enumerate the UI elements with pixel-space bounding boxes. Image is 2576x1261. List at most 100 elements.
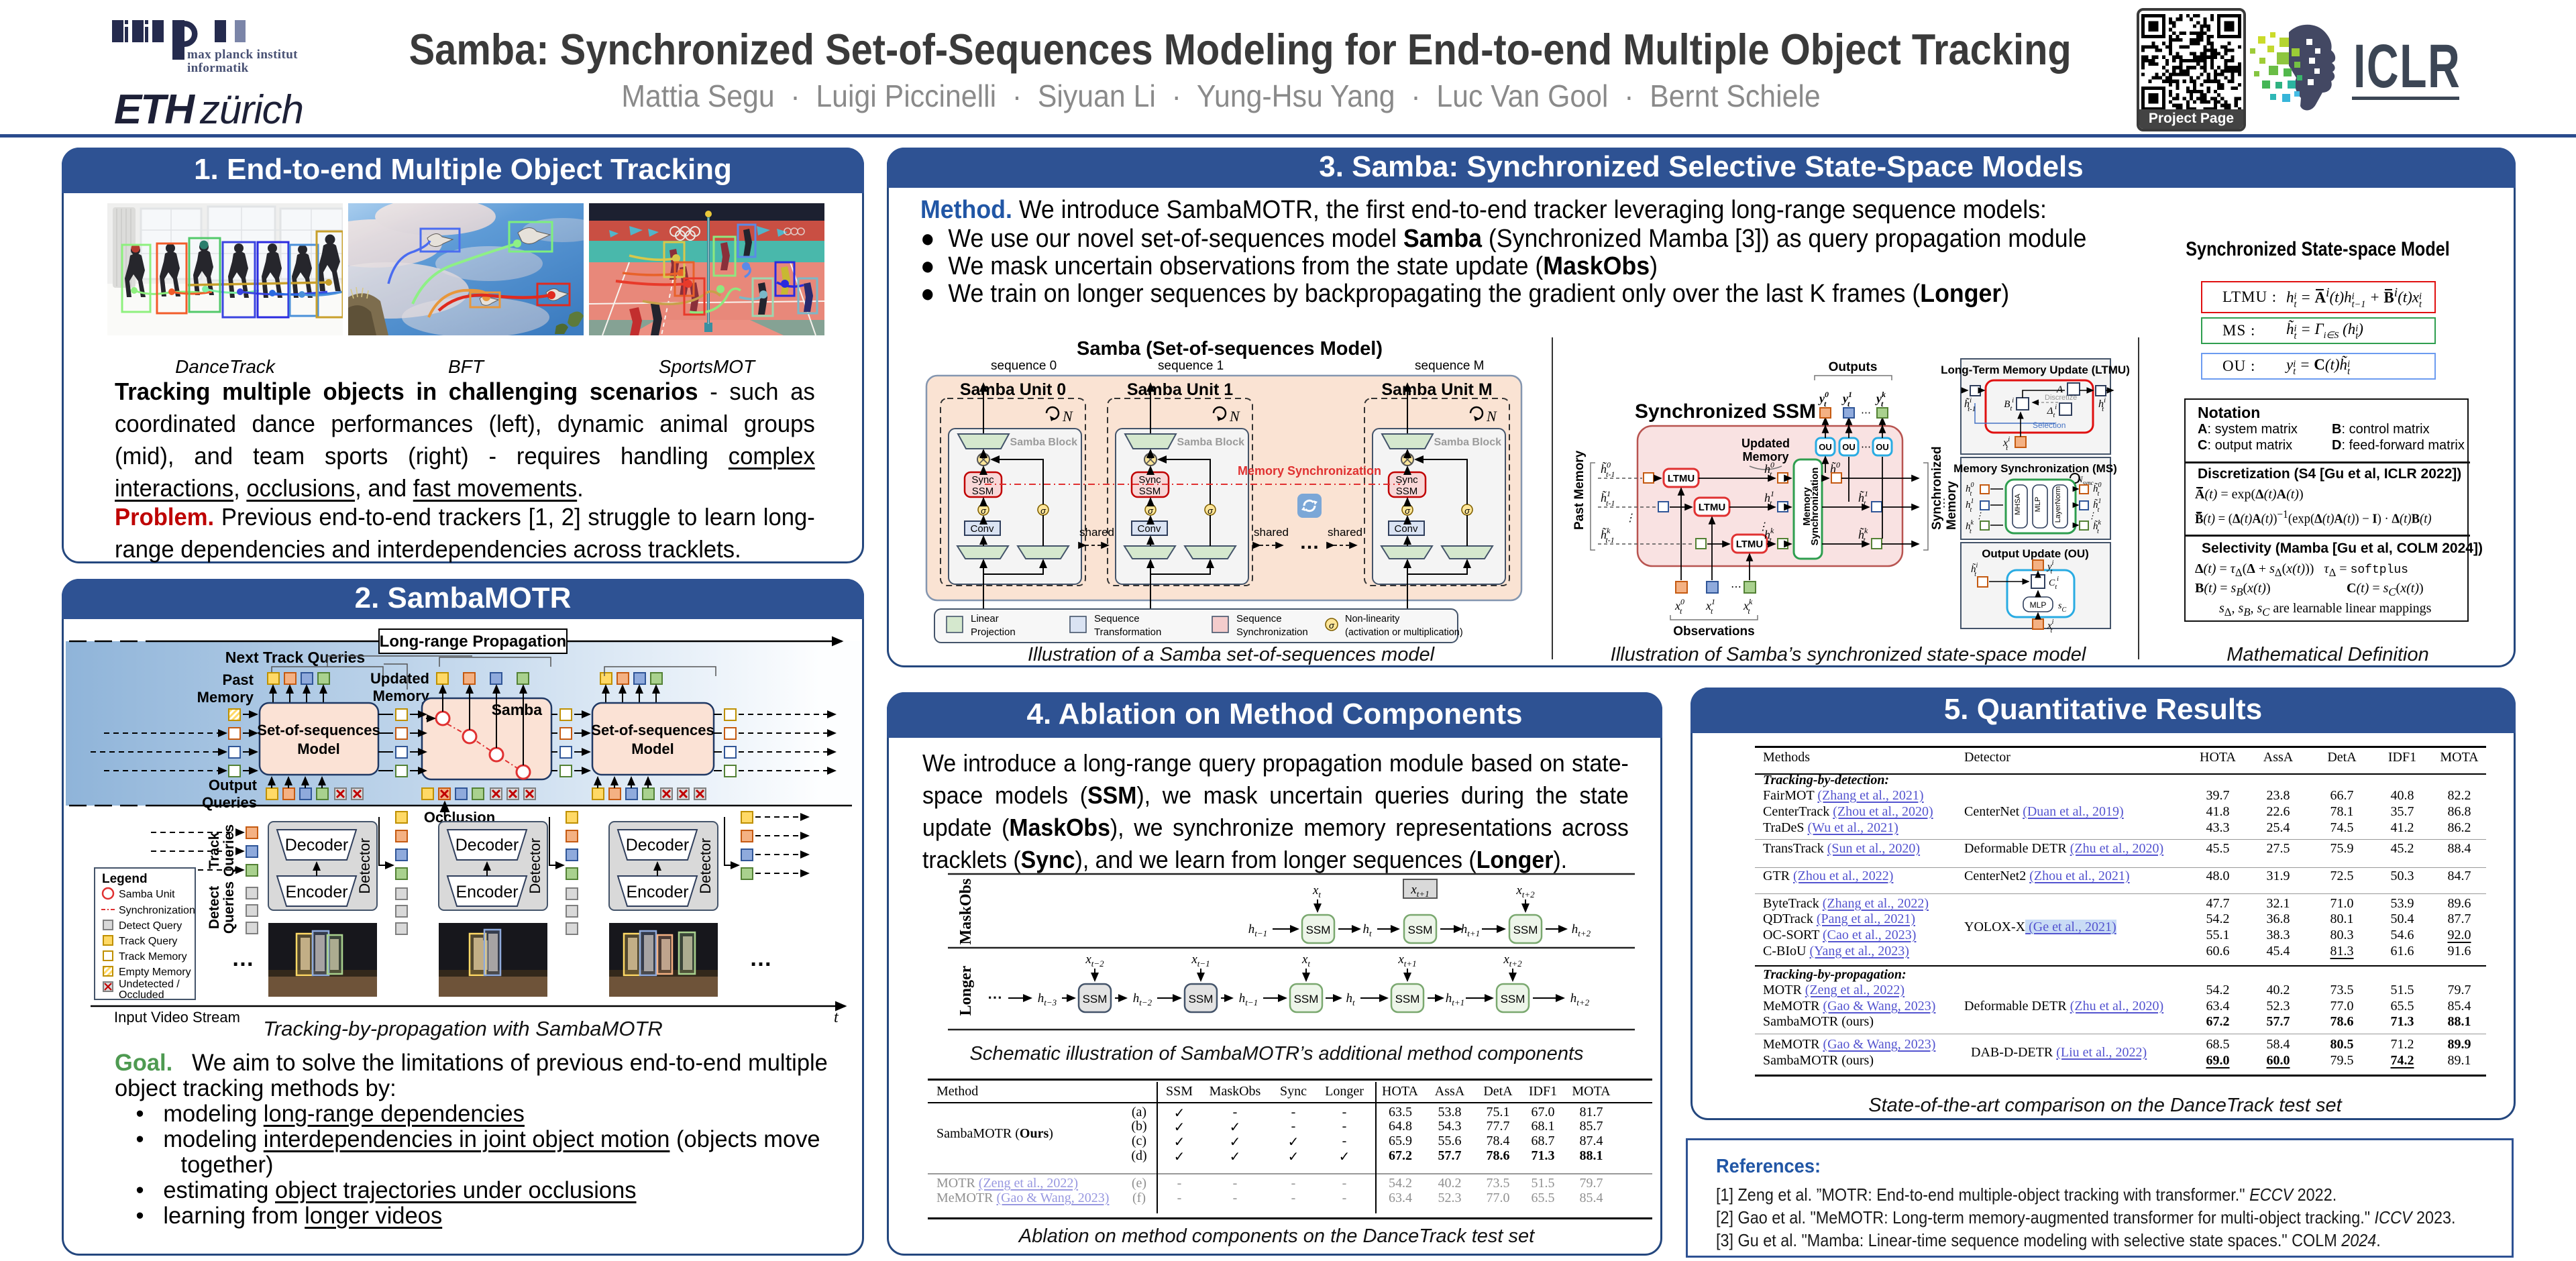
svg-text:Selection: Selection: [2033, 421, 2065, 430]
svg-text:x0t: x0t: [1674, 597, 1684, 616]
svg-text:ht: ht: [1346, 991, 1355, 1007]
svg-text:Track Memory: Track Memory: [119, 951, 187, 963]
svg-text:Decoder: Decoder: [455, 836, 519, 855]
svg-text:Model: Model: [297, 741, 340, 757]
svg-text:Detect: Detect: [207, 886, 222, 929]
svg-text:Queries: Queries: [221, 881, 237, 934]
svg-text:Samba Unit: Samba Unit: [119, 889, 175, 900]
svg-text:Non-linearity: Non-linearity: [1345, 614, 1400, 624]
svg-text:h1t: h1t: [1764, 489, 1774, 508]
svg-text:⋮: ⋮: [2088, 510, 2096, 520]
svg-text:sequence 1: sequence 1: [1158, 359, 1224, 373]
svg-text:Δti: Δti: [2047, 404, 2057, 419]
svg-text:Observations: Observations: [1673, 624, 1754, 639]
svg-text:ht−2: ht−2: [1133, 991, 1152, 1007]
svg-text:Set-of-sequences: Set-of-sequences: [591, 722, 714, 738]
svg-text:Next Track Queries: Next Track Queries: [225, 649, 365, 666]
svg-text:Detect Query: Detect Query: [119, 920, 182, 932]
svg-text:sequence M: sequence M: [1415, 359, 1485, 373]
svg-text:⋯: ⋯: [987, 989, 1002, 1005]
svg-text:ykt: ykt: [1875, 390, 1886, 408]
svg-text:MLP: MLP: [2030, 600, 2047, 610]
svg-text:Input Video Stream: Input Video Stream: [114, 1009, 240, 1025]
svg-text:Linear: Linear: [971, 613, 999, 624]
svg-text:xit: xit: [2047, 618, 2054, 635]
svg-text:xt: xt: [1301, 952, 1310, 969]
svg-text:ht−3: ht−3: [1038, 991, 1057, 1007]
svg-text:Set-of-sequences: Set-of-sequences: [257, 722, 380, 738]
svg-text:Encoder: Encoder: [455, 883, 518, 901]
svg-text:Long-Term Memory Update (LTMU): Long-Term Memory Update (LTMU): [1941, 364, 2130, 376]
svg-text:xt+1: xt+1: [1397, 952, 1416, 969]
svg-text:Empty Memory: Empty Memory: [119, 967, 191, 978]
svg-text:max planck institut: max planck institut: [187, 48, 298, 62]
svg-text:sequence 0: sequence 0: [991, 359, 1057, 373]
svg-text:Memory: Memory: [1945, 481, 1959, 530]
svg-text:Longer: Longer: [957, 965, 975, 1016]
svg-text:Detector: Detector: [697, 838, 714, 893]
svg-text:ICLR: ICLR: [2353, 31, 2461, 100]
svg-text:…: …: [749, 946, 772, 971]
svg-text:Queries: Queries: [202, 794, 257, 811]
svg-text:xt+2: xt+2: [1515, 883, 1535, 899]
svg-text:Detector: Detector: [356, 838, 373, 893]
svg-text:Samba Unit 0: Samba Unit 0: [960, 380, 1066, 399]
svg-text:MaskObs: MaskObs: [957, 879, 975, 945]
svg-text:Memory Synchronization: Memory Synchronization: [1238, 464, 1381, 478]
svg-text:ht−1: ht−1: [1239, 991, 1258, 1007]
svg-text:hit: hit: [2098, 396, 2106, 413]
svg-text:Discretize: Discretize: [2045, 394, 2077, 402]
svg-text:LTMU: LTMU: [1699, 502, 1726, 513]
svg-text:Past: Past: [223, 671, 254, 688]
svg-text:ht+2: ht+2: [1570, 991, 1590, 1007]
svg-text:⋮: ⋮: [1975, 510, 1984, 520]
svg-text:shared: shared: [1079, 526, 1114, 539]
svg-text:Sequence: Sequence: [1094, 613, 1140, 624]
svg-text:h̃kt-1: h̃kt-1: [1601, 526, 1615, 545]
svg-text:xit: xit: [2002, 435, 2010, 452]
svg-text:Bti: Bti: [2004, 397, 2014, 413]
svg-text:Sequence: Sequence: [1236, 613, 1282, 624]
svg-text:⋯: ⋯: [1861, 407, 1871, 419]
svg-text:Updated: Updated: [1741, 437, 1790, 450]
svg-text:Detector: Detector: [527, 838, 543, 893]
svg-text:xkt: xkt: [1743, 597, 1753, 616]
svg-text:σ: σ: [1329, 620, 1335, 630]
svg-text:ht+1: ht+1: [1446, 991, 1464, 1007]
svg-text:Memory: Memory: [197, 689, 254, 706]
svg-text:h̃1t-1: h̃1t-1: [1601, 489, 1615, 508]
svg-text:LTMU: LTMU: [1736, 539, 1764, 550]
svg-text:Occluded: Occluded: [119, 989, 164, 1001]
svg-text:h̃1t: h̃1t: [1858, 489, 1868, 508]
svg-text:ht+1: ht+1: [1461, 922, 1480, 938]
svg-text:xt−2: xt−2: [1085, 952, 1104, 969]
svg-text:Output Update (OU): Output Update (OU): [1982, 547, 2089, 560]
svg-text:yit: yit: [2046, 559, 2054, 575]
svg-text:A: A: [2056, 384, 2063, 395]
svg-text:LayerNorm: LayerNorm: [2054, 486, 2062, 523]
svg-text:h0t: h0t: [1764, 460, 1774, 479]
svg-text:ht+2: ht+2: [1572, 922, 1591, 938]
svg-text:shared: shared: [1328, 526, 1362, 539]
svg-text:Legend: Legend: [102, 872, 148, 886]
svg-text:Synchronized: Synchronized: [1930, 446, 1944, 530]
svg-text:OU: OU: [1819, 442, 1832, 452]
svg-text:…: …: [1299, 531, 1320, 553]
svg-text:Long-range Propagation: Long-range Propagation: [380, 633, 567, 651]
svg-text:Encoder: Encoder: [626, 883, 688, 901]
svg-text:Memory: Memory: [1801, 487, 1813, 526]
svg-text:Synchronized SSM: Synchronized SSM: [1635, 400, 1816, 423]
svg-text:ht: ht: [1362, 922, 1372, 938]
svg-text:informatik: informatik: [187, 61, 249, 74]
svg-text:shared: shared: [1254, 526, 1289, 539]
svg-text:Memory: Memory: [373, 688, 430, 704]
svg-text:x1t: x1t: [1705, 597, 1715, 616]
svg-text:xt: xt: [1312, 883, 1321, 899]
svg-text:MHSA: MHSA: [2014, 493, 2022, 514]
svg-text:Samba Unit M: Samba Unit M: [1381, 380, 1492, 399]
svg-text:Memory: Memory: [1742, 450, 1788, 463]
svg-text:Output: Output: [209, 777, 258, 793]
svg-text:y1t: y1t: [1841, 390, 1852, 408]
svg-text:Memory Synchronization (MS): Memory Synchronization (MS): [1953, 462, 2117, 475]
svg-text:Projection: Projection: [971, 626, 1016, 638]
